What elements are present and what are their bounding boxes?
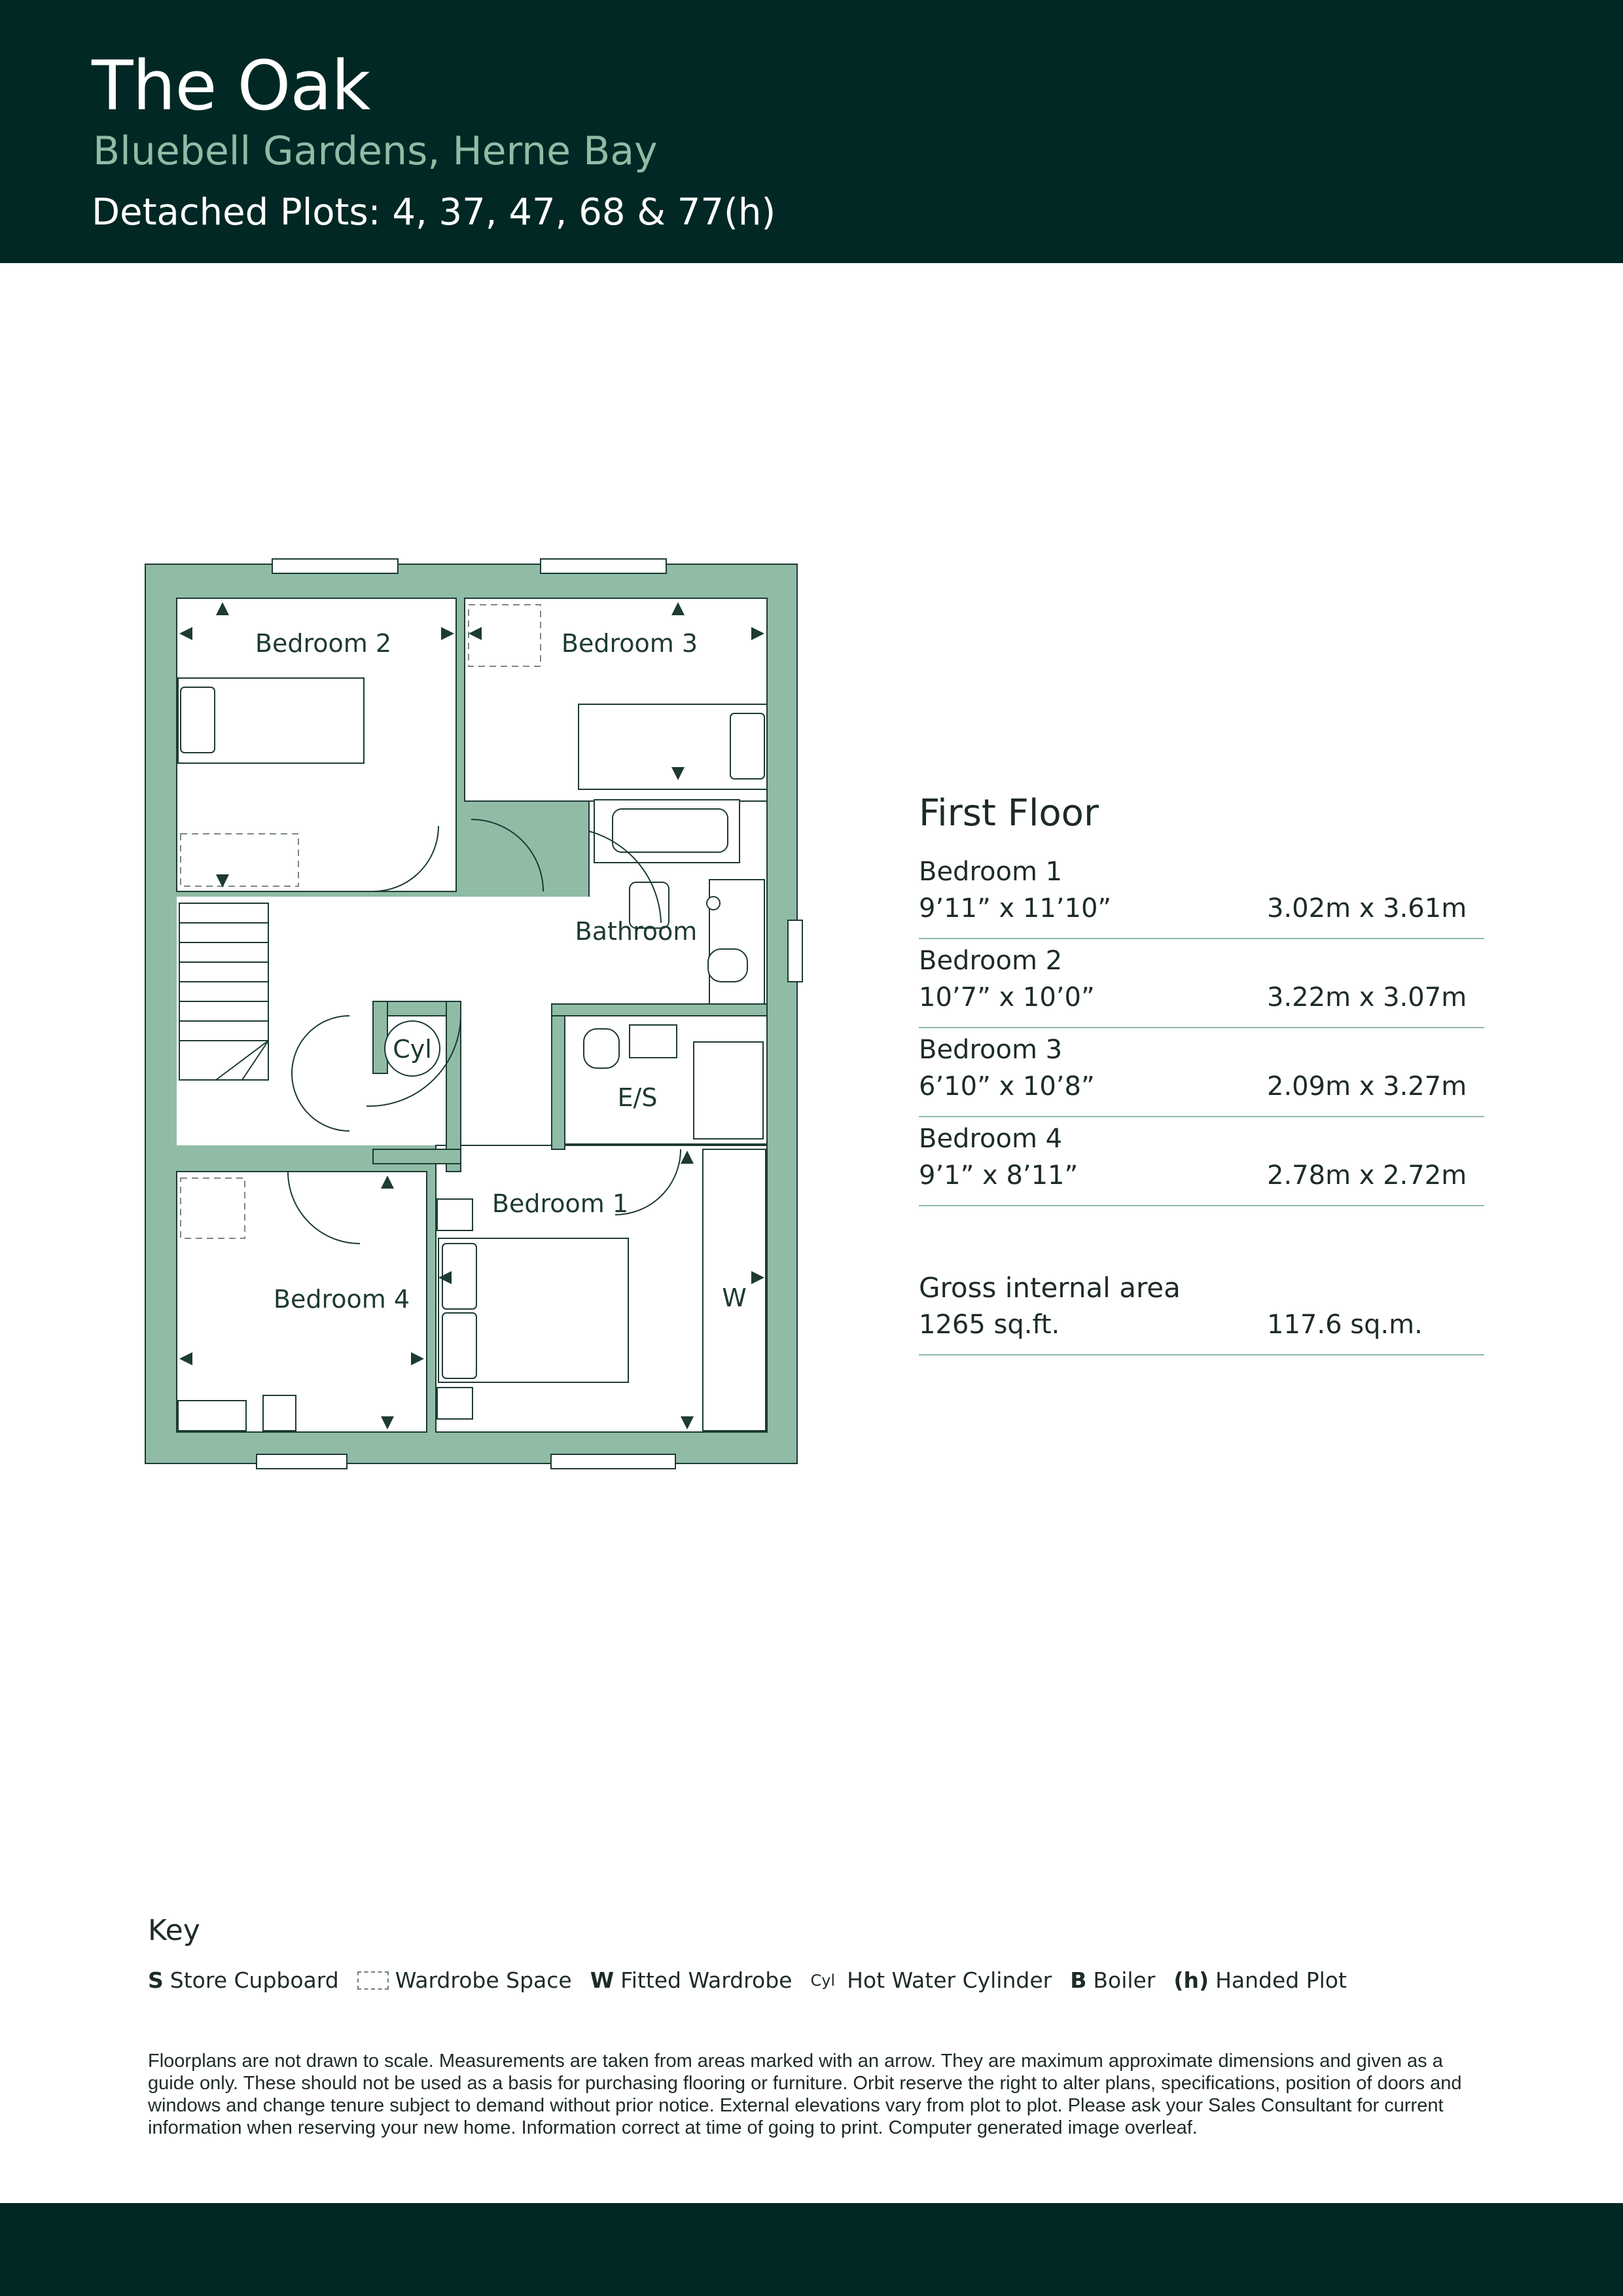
room-metric: 2.09m x 3.27m	[1267, 1071, 1467, 1102]
room-imperial: 9’11” x 11’10”	[919, 893, 1112, 924]
room-metric: 2.78m x 2.72m	[1267, 1160, 1467, 1191]
key-item-cylinder: Cyl Hot Water Cylinder	[810, 1967, 1052, 1993]
floorplan-drawing: Bedroom 2 Bedroom 3 Bathroom Cyl E/S Bed…	[145, 558, 803, 1469]
key-label: Wardrobe Space	[395, 1967, 572, 1993]
key-item-fitted-wardrobe: W Fitted Wardrobe	[590, 1967, 793, 1993]
key-legend: S Store Cupboard Wardrobe Space W Fitted…	[148, 1967, 1365, 1993]
wardrobe-spaces	[180, 604, 541, 1239]
house-title: The Oak	[92, 46, 370, 126]
window-bathroom	[787, 920, 803, 982]
room-row: Bedroom 2 10’7” x 10’0” 3.22m x 3.07m	[919, 939, 1484, 1028]
room-metric: 3.02m x 3.61m	[1267, 893, 1467, 924]
footer-banner	[0, 2203, 1623, 2296]
gross-internal-area: Gross internal area 1265 sq.ft. 117.6 sq…	[919, 1272, 1484, 1355]
floor-heading: First Floor	[919, 792, 1099, 834]
key-label: Fitted Wardrobe	[620, 1967, 793, 1993]
first-floor-plan: Bedroom 2 Bedroom 3 Bathroom Cyl E/S Bed…	[137, 556, 805, 1473]
key-title: Key	[148, 1914, 200, 1947]
room-name: Bedroom 2	[919, 946, 1063, 976]
window-bedroom-1	[550, 1454, 676, 1469]
room-imperial: 9’1” x 8’11”	[919, 1160, 1079, 1191]
gia-sqft: 1265 sq.ft.	[919, 1310, 1060, 1340]
key-label: Boiler	[1093, 1967, 1156, 1993]
measurement-arrows	[179, 602, 764, 1429]
cupboard-wall-right	[446, 1001, 461, 1172]
key-code: B	[1070, 1967, 1087, 1993]
window-bedroom-4	[256, 1454, 348, 1469]
key-item-boiler: B Boiler	[1070, 1967, 1155, 1993]
hot-water-cylinder	[384, 1020, 440, 1077]
label-bedroom-2: Bedroom 2	[255, 629, 391, 658]
room-metric: 3.22m x 3.07m	[1267, 982, 1467, 1013]
cupboard-wall-left	[372, 1001, 388, 1074]
cupboard-wall-bottom	[372, 1149, 461, 1164]
furniture	[177, 677, 768, 1431]
key-label: Store Cupboard	[169, 1967, 339, 1993]
room-row: Bedroom 4 9’1” x 8’11” 2.78m x 2.72m	[919, 1117, 1484, 1206]
key-code: (h)	[1173, 1967, 1209, 1993]
wardrobe-space-swatch-icon	[357, 1971, 389, 1990]
label-en-suite: E/S	[618, 1083, 658, 1112]
plot-numbers: Detached Plots: 4, 37, 47, 68 & 77(h)	[92, 191, 776, 234]
key-code: S	[148, 1967, 164, 1993]
label-fitted-wardrobe: W	[722, 1283, 747, 1312]
ensuite-wall-top	[551, 1003, 768, 1016]
gia-sqm: 117.6 sq.m.	[1267, 1310, 1423, 1340]
room-schedule: First Floor Bedroom 1 9’11” x 11’10” 3.0…	[919, 792, 1484, 1355]
key-item-store: S Store Cupboard	[148, 1967, 339, 1993]
door-swings	[287, 819, 681, 1244]
header-banner: The Oak Bluebell Gardens, Herne Bay Deta…	[0, 0, 1623, 263]
label-cylinder: Cyl	[393, 1035, 432, 1064]
window-bedroom-2	[272, 558, 399, 574]
gia-label: Gross internal area	[919, 1272, 1181, 1304]
room-imperial: 10’7” x 10’0”	[919, 982, 1095, 1013]
key-code: Cyl	[810, 1971, 836, 1990]
key-item-handed: (h) Handed Plot	[1173, 1967, 1347, 1993]
key-label: Handed Plot	[1215, 1967, 1347, 1993]
label-bathroom: Bathroom	[575, 917, 698, 946]
key-item-wardrobe-space: Wardrobe Space	[357, 1967, 572, 1993]
staircase	[179, 903, 269, 1081]
room-row: Bedroom 3 6’10” x 10’8” 2.09m x 3.27m	[919, 1028, 1484, 1117]
room-imperial: 6’10” x 10’8”	[919, 1071, 1095, 1102]
ensuite-wall-left	[551, 1003, 565, 1150]
key-code: W	[590, 1967, 615, 1993]
room-name: Bedroom 1	[919, 857, 1063, 887]
label-bedroom-3: Bedroom 3	[562, 629, 698, 658]
label-bedroom-4: Bedroom 4	[274, 1285, 410, 1314]
key-label: Hot Water Cylinder	[847, 1967, 1052, 1993]
disclaimer: Floorplans are not drawn to scale. Measu…	[148, 2051, 1462, 2138]
label-bedroom-1: Bedroom 1	[492, 1189, 628, 1218]
room-row: Bedroom 1 9’11” x 11’10” 3.02m x 3.61m	[919, 850, 1484, 939]
room-name: Bedroom 4	[919, 1124, 1063, 1154]
room-name: Bedroom 3	[919, 1035, 1063, 1065]
development-name: Bluebell Gardens, Herne Bay	[93, 128, 658, 174]
window-bedroom-3	[540, 558, 667, 574]
